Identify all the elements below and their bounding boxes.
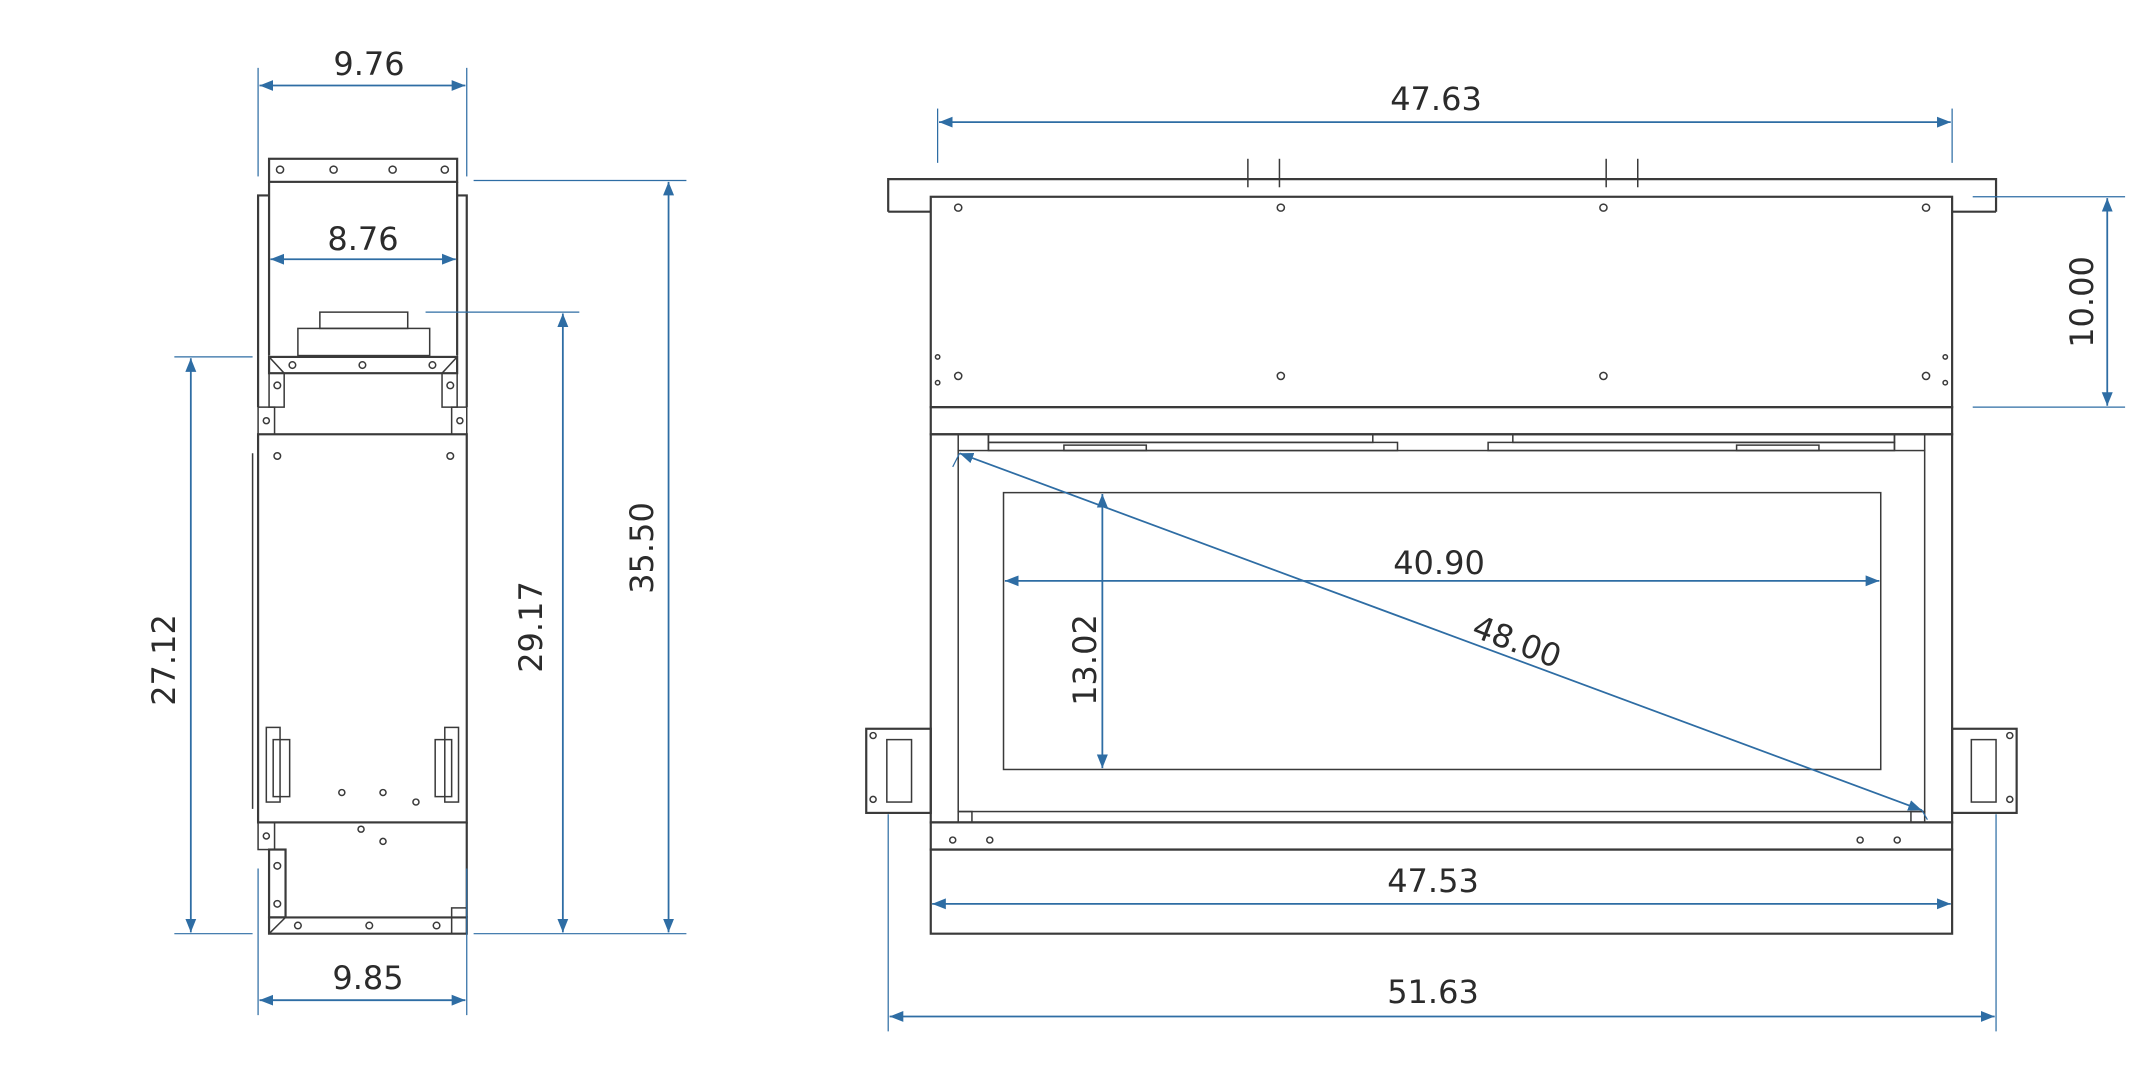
dim-label-side-inner-width: 8.76 [327,220,398,258]
dim-label-front-head-height: 10.00 [2063,256,2101,348]
front-view [865,108,2126,1032]
dim-label-side-bottom-width: 9.85 [332,959,403,997]
dimension-labels: 9.76 8.76 9.85 27.12 29.17 35.50 47.63 1… [145,45,2101,1011]
dim-label-front-opening-height: 13.02 [1066,614,1104,706]
side-view [174,67,687,1016]
dim-label-front-overall-width: 51.63 [1387,973,1479,1011]
dim-line-front-diagonal [959,452,1923,812]
dim-label-front-opening-width: 40.90 [1393,544,1485,582]
dim-label-side-inner-height: 29.17 [512,581,550,673]
dim-label-side-top-width: 9.76 [333,45,404,83]
dim-label-side-total-height: 35.50 [623,502,661,594]
dim-label-front-top-width: 47.63 [1390,80,1482,118]
dim-label-side-left-height: 27.12 [145,614,183,706]
dim-label-front-body-width: 47.53 [1387,862,1479,900]
dim-label-front-diagonal: 48.00 [1467,608,1566,676]
